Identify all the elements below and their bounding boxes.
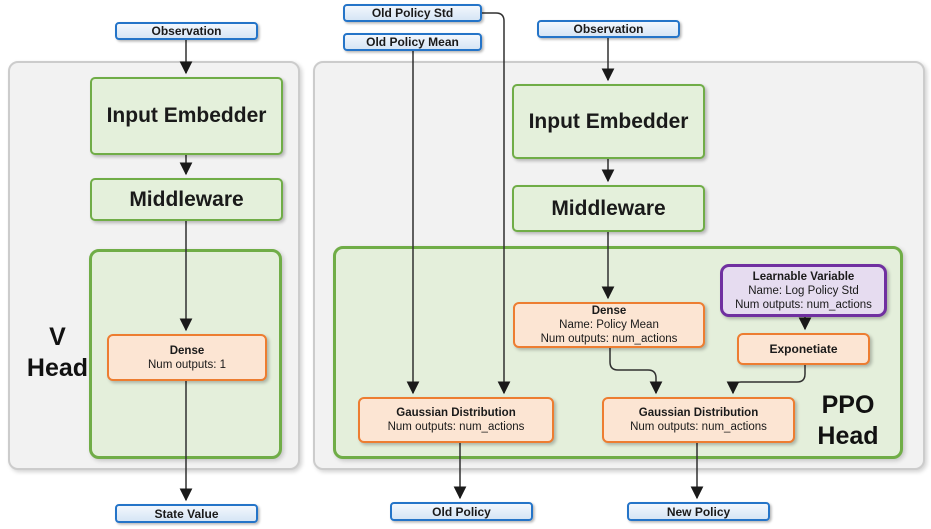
ppo-head-label: PPO Head — [798, 390, 898, 452]
observation-input-right: Observation — [537, 20, 680, 38]
learnable-variable-name: Name: Log Policy Std — [748, 284, 859, 297]
exponetiate-op: Exponetiate — [737, 333, 870, 365]
dense-policy-mean-outputs: Num outputs: num_actions — [540, 333, 678, 345]
ppo-head-label-line1: PPO — [821, 391, 875, 419]
middleware-left: Middleware — [90, 178, 283, 221]
observation-input-left-label: Observation — [151, 24, 222, 38]
learnable-variable-outputs: Num outputs: num_actions — [735, 298, 872, 311]
dense-v-head: Dense Num outputs: 1 — [107, 334, 267, 381]
v-head-label-line1: V — [49, 323, 66, 351]
gaussian-distribution-new: Gaussian Distribution Num outputs: num_a… — [602, 397, 795, 443]
new-policy-output: New Policy — [627, 502, 770, 521]
gaussian-distribution-old: Gaussian Distribution Num outputs: num_a… — [358, 397, 554, 443]
dense-v-head-title: Dense — [169, 344, 205, 357]
old-policy-output: Old Policy — [390, 502, 533, 521]
gaussian-distribution-old-title: Gaussian Distribution — [396, 407, 516, 419]
dense-policy-mean: Dense Name: Policy Mean Num outputs: num… — [513, 302, 705, 348]
dense-policy-mean-name: Name: Policy Mean — [559, 319, 659, 331]
ppo-head-label-line2: Head — [817, 422, 879, 450]
middleware-right-label: Middleware — [551, 196, 666, 220]
old-policy-mean-input: Old Policy Mean — [343, 33, 482, 51]
input-embedder-left: Input Embedder — [90, 77, 283, 155]
gaussian-distribution-new-title: Gaussian Distribution — [638, 407, 759, 419]
dense-v-head-outputs: Num outputs: 1 — [148, 358, 226, 371]
input-embedder-right: Input Embedder — [512, 84, 705, 159]
old-policy-output-label: Old Policy — [432, 504, 491, 519]
old-policy-std-input: Old Policy Std — [343, 4, 482, 22]
new-policy-output-label: New Policy — [666, 504, 731, 519]
input-embedder-right-label: Input Embedder — [528, 109, 689, 133]
v-head-label-line2: Head — [26, 354, 89, 382]
exponetiate-op-label: Exponetiate — [769, 342, 838, 356]
state-value-output: State Value — [115, 504, 258, 523]
dense-policy-mean-title: Dense — [591, 305, 627, 317]
v-head-label: V Head — [15, 322, 100, 384]
learnable-variable: Learnable Variable Name: Log Policy Std … — [720, 264, 887, 317]
observation-input-left: Observation — [115, 22, 258, 40]
middleware-right: Middleware — [512, 185, 705, 232]
middleware-left-label: Middleware — [129, 187, 244, 211]
state-value-output-label: State Value — [154, 506, 219, 521]
gaussian-distribution-new-outputs: Num outputs: num_actions — [630, 421, 767, 433]
learnable-variable-title: Learnable Variable — [752, 270, 855, 283]
old-policy-std-input-label: Old Policy Std — [371, 6, 454, 20]
old-policy-mean-input-label: Old Policy Mean — [366, 35, 459, 49]
observation-input-right-label: Observation — [573, 22, 644, 36]
gaussian-distribution-old-outputs: Num outputs: num_actions — [387, 421, 525, 433]
input-embedder-left-label: Input Embedder — [106, 104, 267, 127]
